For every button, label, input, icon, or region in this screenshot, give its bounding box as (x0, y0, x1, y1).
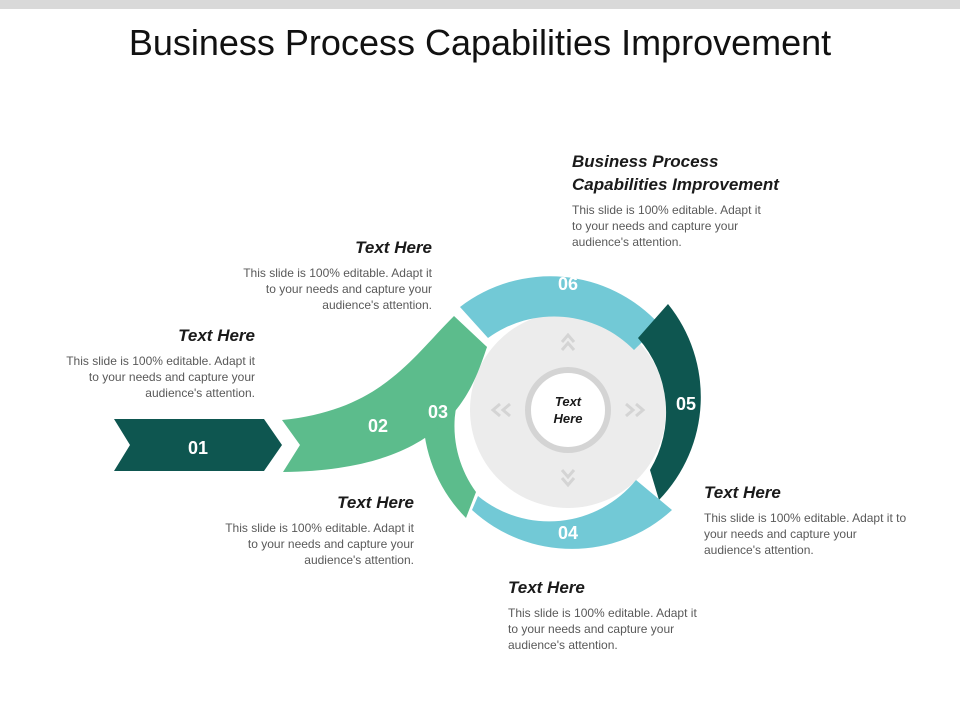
text-block-heading: Text Here (508, 578, 585, 597)
text-block-heading: Text Here (178, 326, 255, 345)
center-ring (525, 367, 611, 453)
chevron-down-icon (560, 469, 576, 488)
chevron-left-icon (490, 402, 511, 418)
top-bar (0, 0, 960, 9)
text-block-04: Text Here This slide is 100% editable. A… (508, 576, 708, 653)
text-block-body: This slide is 100% editable. Adapt it to… (225, 521, 414, 567)
text-block-06: Business Process Capabilities Improvemen… (572, 150, 812, 250)
arc-05 (638, 304, 701, 500)
center-text-line2: Here (554, 411, 583, 426)
text-block-heading: Text Here (337, 493, 414, 512)
text-block-heading: Text Here (355, 238, 432, 257)
band-02 (282, 316, 487, 472)
text-block-01: Text Here This slide is 100% editable. A… (55, 324, 255, 401)
step-num-03: 03 (428, 402, 448, 422)
center-text-line1: Text (555, 394, 582, 409)
text-block-body: This slide is 100% editable. Adapt it to… (704, 511, 907, 557)
step-num-05: 05 (676, 394, 696, 414)
step-num-06: 06 (558, 274, 578, 294)
step-num-04: 04 (558, 523, 578, 543)
text-block-02: Text Here This slide is 100% editable. A… (232, 236, 432, 313)
text-block-03: Text Here This slide is 100% editable. A… (214, 491, 414, 568)
text-block-body: This slide is 100% editable. Adapt it to… (243, 266, 432, 312)
text-block-body: This slide is 100% editable. Adapt it to… (66, 354, 255, 400)
text-block-heading: Text Here (704, 483, 781, 502)
text-block-05: Text Here This slide is 100% editable. A… (704, 481, 909, 558)
step-num-02: 02 (368, 416, 388, 436)
text-block-body: This slide is 100% editable. Adapt it to… (508, 606, 697, 652)
text-block-heading: Business Process Capabilities Improvemen… (572, 152, 779, 194)
step-num-01: 01 (188, 438, 208, 458)
slide-title: Business Process Capabilities Improvemen… (128, 22, 832, 63)
chevron-01 (114, 419, 282, 471)
text-block-body: This slide is 100% editable. Adapt it to… (572, 203, 761, 249)
arc-04 (472, 480, 672, 549)
chevron-right-icon (625, 402, 646, 418)
arc-06 (460, 276, 660, 350)
chevron-up-icon (560, 332, 576, 351)
